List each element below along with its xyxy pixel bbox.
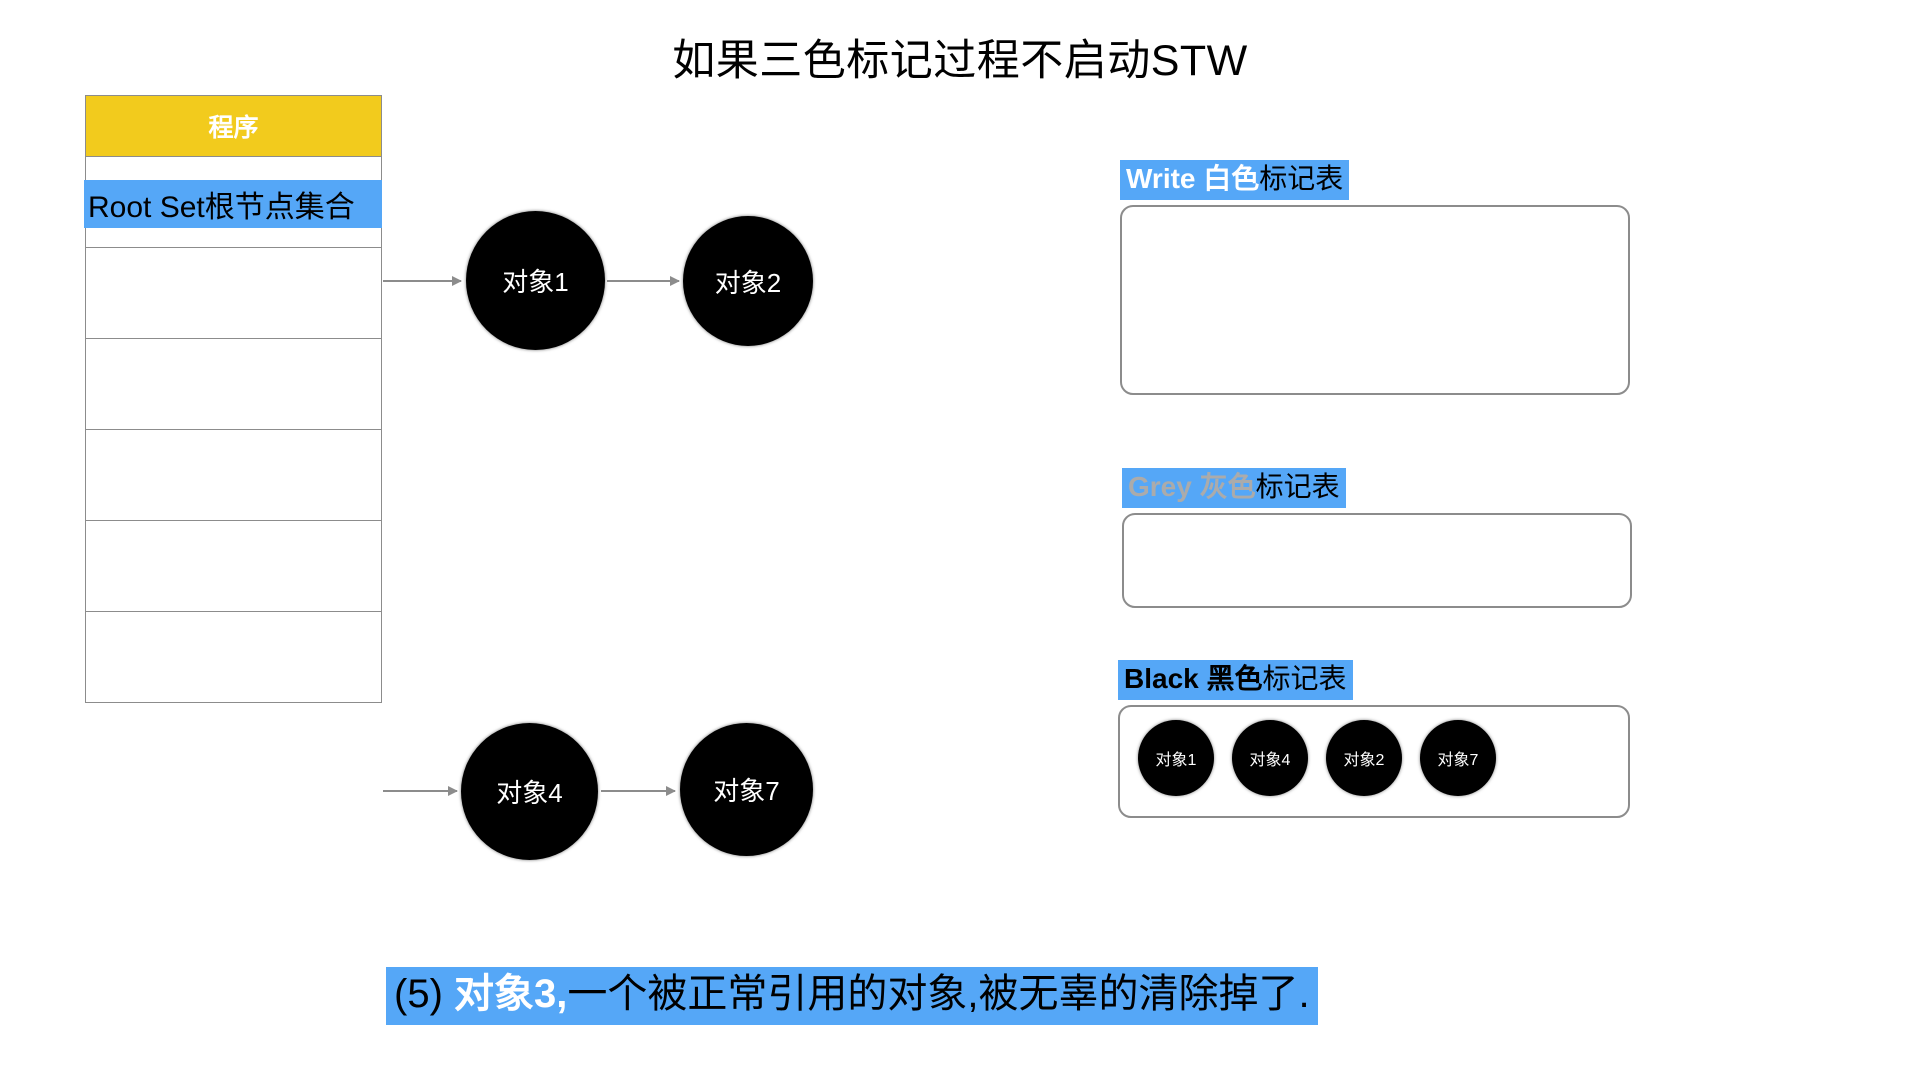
list-item: 对象4	[1232, 720, 1308, 796]
white-mark-table-label: Write 白色标记表	[1120, 160, 1350, 201]
page-title: 如果三色标记过程不启动STW	[672, 37, 1248, 85]
black-label-cn: 黑色	[1206, 663, 1263, 694]
white-mark-table-box	[1120, 205, 1630, 395]
black-mark-table-items: 对象1 对象4 对象2 对象7	[1138, 720, 1496, 796]
grey-label-suffix: 标记表	[1255, 471, 1340, 502]
white-label-cn: 白色	[1203, 163, 1260, 194]
caption: (5) 对象3,一个被正常引用的对象,被无辜的清除掉了.	[386, 967, 1318, 1025]
caption-highlight: 对象3,	[454, 972, 568, 1016]
caption-step: (5)	[394, 972, 454, 1016]
list-item: 对象2	[1326, 720, 1402, 796]
arrow-obj4-to-obj7	[601, 786, 676, 796]
table-row	[85, 612, 382, 703]
graph-node-obj7: 对象7	[680, 723, 813, 856]
arrow-obj1-to-obj2	[607, 276, 680, 286]
root-set-label: Root Set根节点集合	[84, 180, 382, 228]
grey-label-en: Grey	[1128, 471, 1192, 502]
graph-node-obj1: 对象1	[466, 211, 605, 350]
program-table-header: 程序	[85, 95, 382, 157]
grey-mark-table-box	[1122, 513, 1632, 608]
black-label-en: Black	[1124, 663, 1199, 694]
arrow-rootset-to-obj1	[383, 276, 462, 286]
white-label-suffix: 标记表	[1259, 163, 1344, 194]
list-item: 对象1	[1138, 720, 1214, 796]
caption-rest: 一个被正常引用的对象,被无辜的清除掉了.	[567, 972, 1310, 1016]
black-label-suffix: 标记表	[1262, 663, 1347, 694]
grey-label-cn: 灰色	[1199, 471, 1256, 502]
white-label-en: Write	[1126, 163, 1196, 194]
list-item: 对象7	[1420, 720, 1496, 796]
table-row	[85, 521, 382, 612]
program-table: 程序	[85, 95, 382, 703]
graph-node-obj4: 对象4	[461, 723, 598, 860]
table-row	[85, 339, 382, 430]
arrow-rootset-to-obj4	[383, 786, 458, 796]
table-row	[85, 248, 382, 339]
grey-mark-table-label: Grey 灰色标记表	[1122, 468, 1346, 509]
graph-node-obj2: 对象2	[683, 216, 813, 346]
black-mark-table-label: Black 黑色标记表	[1118, 660, 1353, 701]
table-row	[85, 430, 382, 521]
